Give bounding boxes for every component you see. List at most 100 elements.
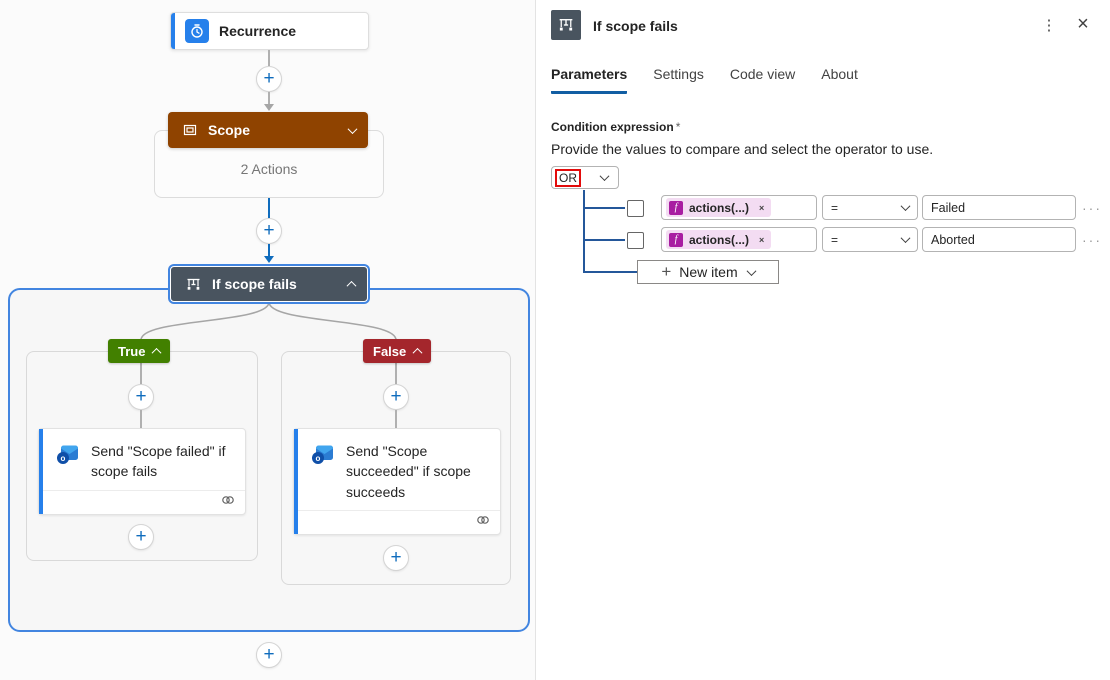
scope-actions-count: 2 Actions (240, 161, 298, 177)
more-options-icon[interactable]: ⋮ (1041, 17, 1057, 34)
row-menu-icon[interactable]: ··· (1082, 200, 1102, 216)
tab-code-view[interactable]: Code view (729, 66, 796, 82)
action-title: Send "Scope failed" if scope fails (91, 443, 226, 480)
false-branch-badge[interactable]: False (363, 339, 432, 363)
connector-arrow (264, 104, 274, 111)
scope-icon (182, 122, 198, 138)
expression-token[interactable]: f actions(...) × (666, 230, 772, 249)
card-accent (39, 429, 43, 514)
connector-line (140, 410, 142, 428)
action-footer (294, 509, 500, 534)
chevron-up-icon[interactable] (346, 275, 357, 293)
condition-expression-label: Condition expression* (551, 120, 681, 134)
connection-icon (476, 513, 490, 531)
row-menu-icon[interactable]: ··· (1082, 232, 1102, 248)
operator-value: = (831, 200, 839, 215)
chevron-down-icon (900, 233, 911, 244)
insert-step-button[interactable]: + (256, 66, 282, 92)
token-label: actions(...) (689, 200, 750, 215)
panel-title: If scope fails (593, 18, 678, 34)
chevron-down-icon[interactable] (347, 121, 358, 139)
connection-icon (221, 493, 235, 511)
operand-input[interactable]: f actions(...) × (661, 227, 817, 252)
svg-text:o: o (316, 454, 321, 463)
chevron-up-icon (152, 347, 162, 358)
fx-icon: f (669, 232, 683, 247)
connector-line (268, 244, 270, 256)
row-checkbox[interactable] (627, 200, 644, 217)
new-item-button[interactable]: + New item (637, 260, 779, 284)
connector-line (268, 50, 270, 66)
fx-icon: f (669, 200, 683, 215)
tab-about[interactable]: About (821, 66, 858, 82)
recurrence-node[interactable]: Recurrence (170, 12, 369, 50)
remove-token-icon[interactable]: × (759, 202, 765, 213)
plus-icon: + (661, 262, 672, 281)
chevron-down-icon (746, 265, 757, 276)
insert-step-button[interactable]: + (256, 218, 282, 244)
new-item-label: New item (679, 264, 738, 280)
insert-step-button[interactable]: + (128, 384, 154, 410)
condition-icon (551, 10, 581, 40)
group-operator-value: OR (555, 168, 581, 187)
card-accent (171, 13, 175, 49)
flow-canvas[interactable]: Recurrence + 2 Actions Scope + If scope … (0, 0, 535, 680)
insert-step-button[interactable]: + (128, 524, 154, 550)
close-icon[interactable]: × (1077, 13, 1089, 35)
value-input[interactable]: Failed (922, 195, 1076, 220)
operand-input[interactable]: f actions(...) × (661, 195, 817, 220)
action-title: Send "Scope succeeded" if scope succeeds (346, 443, 471, 500)
condition-node[interactable]: If scope fails (170, 266, 368, 302)
connector-line (268, 198, 270, 218)
true-branch-badge[interactable]: True (108, 339, 171, 363)
expression-token[interactable]: f actions(...) × (666, 198, 772, 217)
condition-tree-line (583, 239, 625, 241)
action-footer (39, 489, 245, 514)
panel-divider (535, 0, 536, 680)
recurrence-label: Recurrence (219, 23, 297, 39)
condition-label: If scope fails (212, 276, 297, 292)
operator-dropdown[interactable]: = (822, 195, 918, 220)
condition-tree-line (583, 190, 585, 272)
value-text: Aborted (931, 232, 975, 247)
scope-label: Scope (208, 122, 251, 138)
card-accent (294, 429, 298, 534)
send-scope-failed-action[interactable]: o Send "Scope failed" if scope fails (38, 428, 246, 515)
branch-fork-connector (140, 302, 397, 341)
chevron-down-icon (900, 201, 911, 212)
value-input[interactable]: Aborted (922, 227, 1076, 252)
token-label: actions(...) (689, 232, 750, 247)
connector-arrow (264, 256, 274, 263)
false-label: False (373, 343, 407, 359)
outlook-icon: o (310, 441, 336, 502)
insert-step-button[interactable]: + (383, 384, 409, 410)
remove-token-icon[interactable]: × (759, 234, 765, 245)
condition-tree-line (583, 207, 625, 209)
connector-line (395, 410, 397, 428)
outlook-icon: o (55, 441, 81, 482)
connector-line (140, 363, 142, 384)
tab-parameters[interactable]: Parameters (551, 66, 628, 94)
insert-step-button[interactable]: + (383, 545, 409, 571)
condition-tree-line (583, 271, 637, 273)
condition-expression-description: Provide the values to compare and select… (551, 141, 934, 157)
value-text: Failed (931, 200, 966, 215)
connector-line (395, 363, 397, 384)
connector-line (268, 92, 270, 105)
group-operator-dropdown[interactable]: OR (551, 166, 619, 189)
condition-icon (185, 276, 202, 293)
row-checkbox[interactable] (627, 232, 644, 249)
condition-details-panel: If scope fails ⋮ × Parameters Settings C… (536, 0, 1110, 680)
required-asterisk: * (675, 120, 681, 134)
operator-dropdown[interactable]: = (822, 227, 918, 252)
chevron-up-icon (412, 347, 423, 358)
operator-value: = (831, 232, 839, 247)
tab-settings[interactable]: Settings (653, 66, 704, 82)
insert-step-button[interactable]: + (256, 642, 282, 668)
true-label: True (118, 343, 146, 359)
svg-text:o: o (61, 454, 66, 463)
scope-node[interactable]: Scope (168, 112, 368, 148)
send-scope-succeeded-action[interactable]: o Send "Scope succeeded" if scope succee… (293, 428, 501, 535)
chevron-down-icon (599, 171, 610, 182)
